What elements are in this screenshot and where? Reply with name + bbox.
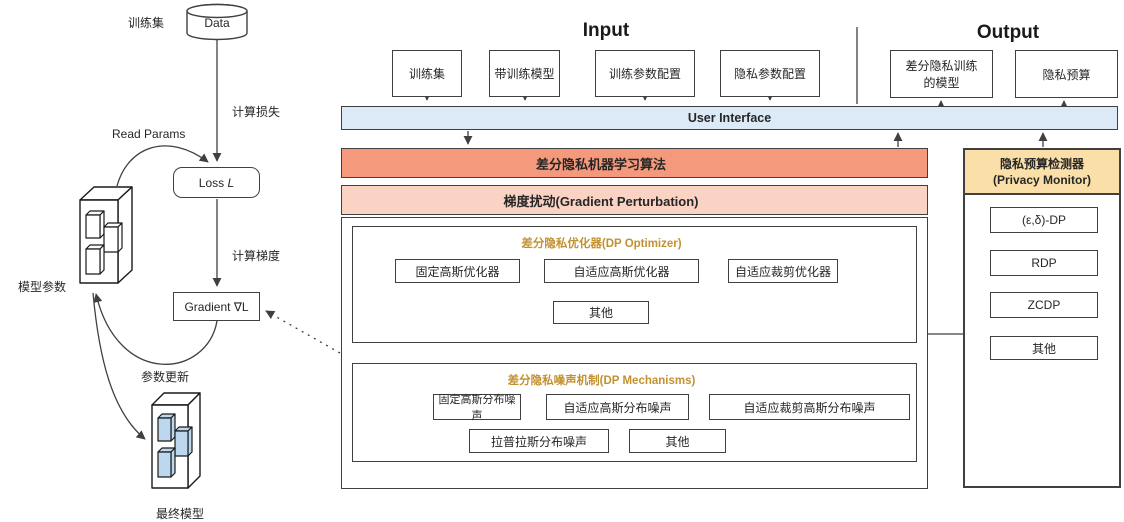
privacy-monitor-title-en: (Privacy Monitor) — [992, 173, 1091, 188]
loss-text: Loss — [198, 175, 225, 190]
input-title: Input — [582, 20, 630, 41]
training-set-label: 训练集 — [128, 16, 165, 30]
dp-optimizer-group: 差分隐私优化器(DP Optimizer) 固定高斯优化器 自适应高斯优化器 自… — [352, 226, 917, 343]
compute-gradient-label: 计算梯度 — [232, 249, 281, 263]
mechanism-box-fixed-gaussian-noise: 固定高斯分布噪声 — [433, 394, 521, 422]
monitor-box-epsilon-delta-dp: (ε,δ)-DP — [990, 207, 1098, 233]
mechanism-box-other: 其他 — [629, 429, 726, 453]
dp-mechanisms-group: 差分隐私噪声机制(DP Mechanisms) 固定高斯分布噪声 自适应高斯分布… — [352, 363, 917, 462]
monitor-box-zcdp: ZCDP — [990, 292, 1098, 318]
data-cylinder-label: Data — [204, 16, 230, 30]
dp-mechanisms-title: 差分隐私噪声机制(DP Mechanisms) — [507, 375, 696, 387]
monitor-box-other: 其他 — [990, 336, 1098, 360]
privacy-monitor-header: 隐私预算检测器 (Privacy Monitor) — [965, 150, 1119, 195]
gradient-perturbation-bar: 梯度扰动(Gradient Perturbation) — [341, 185, 928, 215]
optimizer-box-adaptive-gaussian: 自适应高斯优化器 — [544, 259, 699, 283]
model-params-icon — [79, 186, 133, 284]
privacy-monitor-panel: 隐私预算检测器 (Privacy Monitor) (ε,δ)-DP RDP Z… — [963, 148, 1121, 488]
mechanism-box-adaptive-gaussian-noise: 自适应高斯分布噪声 — [546, 394, 689, 420]
final-model-icon — [151, 392, 201, 489]
mechanism-box-adaptive-clipping-gaussian-noise: 自适应裁剪高斯分布噪声 — [709, 394, 910, 420]
read-params-label: Read Params — [112, 127, 186, 141]
loss-box: Loss L — [173, 167, 260, 198]
final-model-label: 最终模型 — [156, 507, 205, 521]
dp-optimizer-title: 差分隐私优化器(DP Optimizer) — [521, 238, 682, 250]
output-title: Output — [976, 22, 1040, 43]
model-params-label: 模型参数 — [18, 280, 67, 294]
param-update-label: 参数更新 — [141, 370, 190, 384]
output-box-privacy-budget: 隐私预算 — [1015, 50, 1118, 98]
gradient-box: Gradient ∇L — [173, 292, 260, 321]
arrow-to-final-model — [92, 292, 146, 440]
data-cylinder-icon — [186, 3, 248, 41]
optimizer-box-fixed-gaussian: 固定高斯优化器 — [395, 259, 520, 283]
gradient-perturbation-label: 梯度扰动(Gradient Perturbation) — [503, 193, 699, 209]
monitor-box-rdp: RDP — [990, 250, 1098, 276]
optimizer-box-adaptive-clipping: 自适应裁剪优化器 — [728, 259, 838, 283]
gradient-var: ∇L — [233, 299, 249, 314]
dp-ml-algorithm-label: 差分隐私机器学习算法 — [535, 156, 666, 172]
user-interface-label: User Interface — [687, 111, 772, 125]
output-box-dp-model: 差分隐私训练的模型 — [890, 50, 993, 98]
optimizer-box-other: 其他 — [553, 301, 649, 324]
output-box-dp-model-label: 差分隐私训练的模型 — [905, 59, 978, 90]
input-box-trainset: 训练集 — [392, 50, 462, 97]
loss-var: L — [227, 175, 235, 190]
input-box-privacy-config: 隐私参数配置 — [720, 50, 820, 97]
compute-loss-label: 计算损失 — [232, 105, 281, 119]
privacy-monitor-title-zh: 隐私预算检测器 — [999, 157, 1084, 171]
gradient-text: Gradient — [184, 299, 231, 314]
input-box-train-config: 训练参数配置 — [595, 50, 695, 97]
input-box-pretrained-model: 带训练模型 — [489, 50, 560, 97]
mechanism-box-laplace-noise: 拉普拉斯分布噪声 — [469, 429, 609, 453]
user-interface-bar: User Interface — [341, 106, 1118, 130]
dp-ml-algorithm-bar: 差分隐私机器学习算法 — [341, 148, 928, 178]
dotted-arrow-perturbation-to-gradient — [265, 310, 341, 354]
